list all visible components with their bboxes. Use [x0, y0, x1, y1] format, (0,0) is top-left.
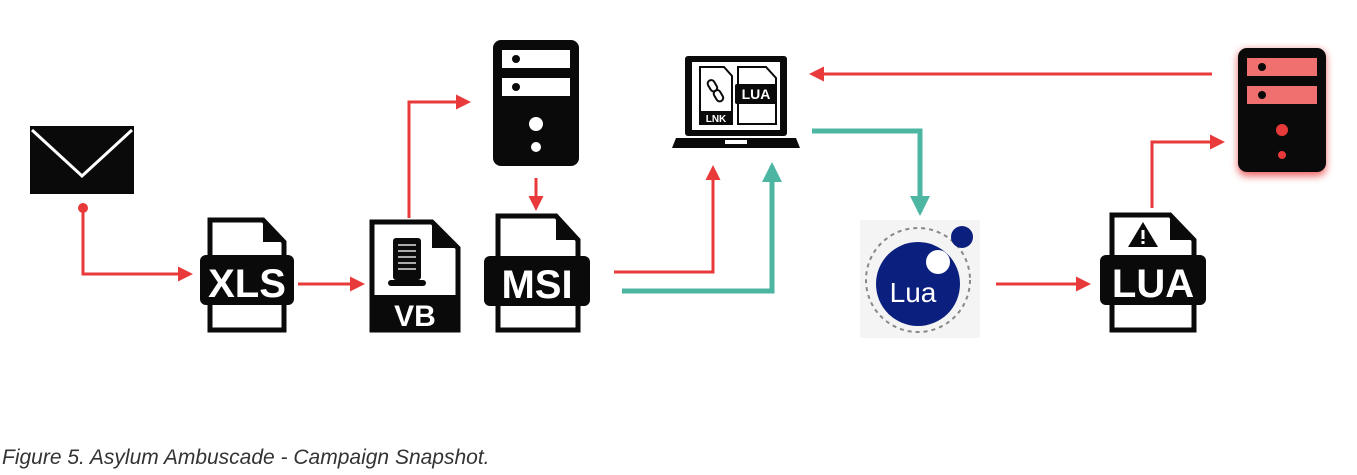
envelope-icon — [30, 126, 134, 194]
lua-file-label: LUA — [1112, 262, 1194, 306]
xls-label: XLS — [208, 262, 286, 306]
lua-logo-icon: Lua — [860, 220, 980, 338]
link-chain-icon — [706, 79, 725, 103]
c2-server-icon — [1238, 48, 1326, 176]
figure-caption: Figure 5. Asylum Ambuscade - Campaign Sn… — [2, 446, 490, 469]
arrow-msi-to-laptop-teal — [622, 162, 782, 294]
arrow-email-to-xls — [78, 203, 193, 282]
lua-mini-file-icon: LUA — [735, 66, 777, 125]
lnk-file-icon: LNK — [699, 66, 733, 125]
server-icon — [493, 40, 579, 166]
arrow-luafile-to-c2 — [1150, 134, 1225, 208]
lua-warning-file-icon: LUA — [1100, 212, 1206, 333]
msi-file-icon: MSI — [484, 213, 590, 333]
lua-mini-label: LUA — [742, 86, 771, 102]
arrow-msi-to-laptop-red — [614, 165, 721, 274]
lnk-label: LNK — [706, 114, 727, 125]
laptop-icon: LNK LUA — [672, 56, 800, 148]
script-scroll-icon — [388, 238, 426, 286]
msi-label: MSI — [501, 263, 572, 307]
warning-icon — [1128, 222, 1158, 247]
vb-label: VB — [394, 300, 436, 333]
xls-file-icon: XLS — [200, 217, 294, 333]
campaign-diagram: XLS VB MSI — [30, 40, 1326, 338]
arrow-laptop-to-lua — [812, 128, 930, 216]
vb-file-icon: VB — [369, 219, 461, 333]
arrow-vb-to-server — [407, 94, 471, 218]
lua-logo-label: Lua — [890, 277, 937, 308]
